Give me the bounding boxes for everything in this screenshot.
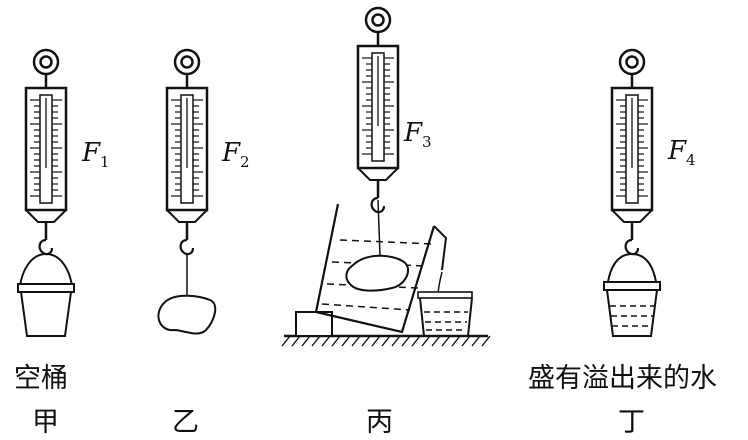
figure-letter-yi: 乙	[172, 407, 199, 438]
force-label-f2: F2	[222, 138, 250, 171]
scale-ding	[610, 48, 654, 256]
catch-beaker	[417, 291, 473, 337]
empty-bucket	[17, 253, 75, 337]
scale-yi	[165, 48, 209, 256]
water-bucket	[603, 253, 661, 337]
figure-letter-bing: 丙	[366, 407, 393, 438]
figure-letter-ding: 丁	[618, 407, 645, 438]
caption-empty-bucket: 空桶	[14, 363, 68, 394]
force-label-f1: F1	[82, 138, 110, 171]
stone	[157, 254, 217, 335]
scale-bing	[356, 6, 400, 214]
overflow-cup	[314, 199, 448, 334]
force-label-f3: F3	[404, 118, 432, 151]
support-block	[295, 311, 333, 337]
ground	[281, 334, 491, 347]
force-label-f4: F4	[668, 136, 696, 169]
figure-letter-jia: 甲	[32, 407, 59, 438]
scale-jia	[24, 48, 68, 256]
caption-bucket-with-overflow-water: 盛有溢出来的水	[528, 363, 717, 394]
